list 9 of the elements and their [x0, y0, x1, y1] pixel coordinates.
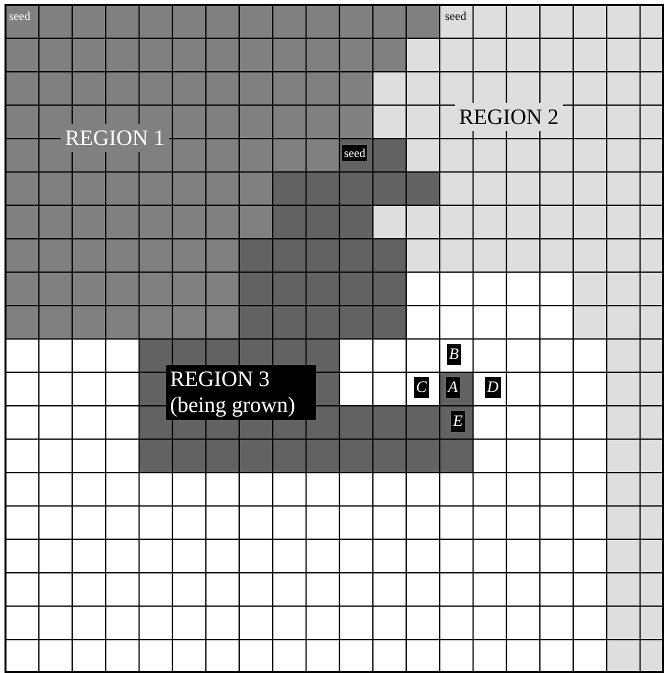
seed-label: seed: [342, 145, 368, 162]
pixel-label: C: [414, 377, 429, 398]
region-label: REGION 3 (being grown): [166, 365, 316, 420]
pixel-label: D: [485, 377, 501, 398]
pixel-label: E: [451, 411, 465, 432]
region-label: REGION 2: [455, 103, 563, 132]
region-label: REGION 1: [61, 124, 169, 152]
pixel-label: A: [446, 377, 460, 398]
pixel-label: B: [447, 344, 461, 366]
